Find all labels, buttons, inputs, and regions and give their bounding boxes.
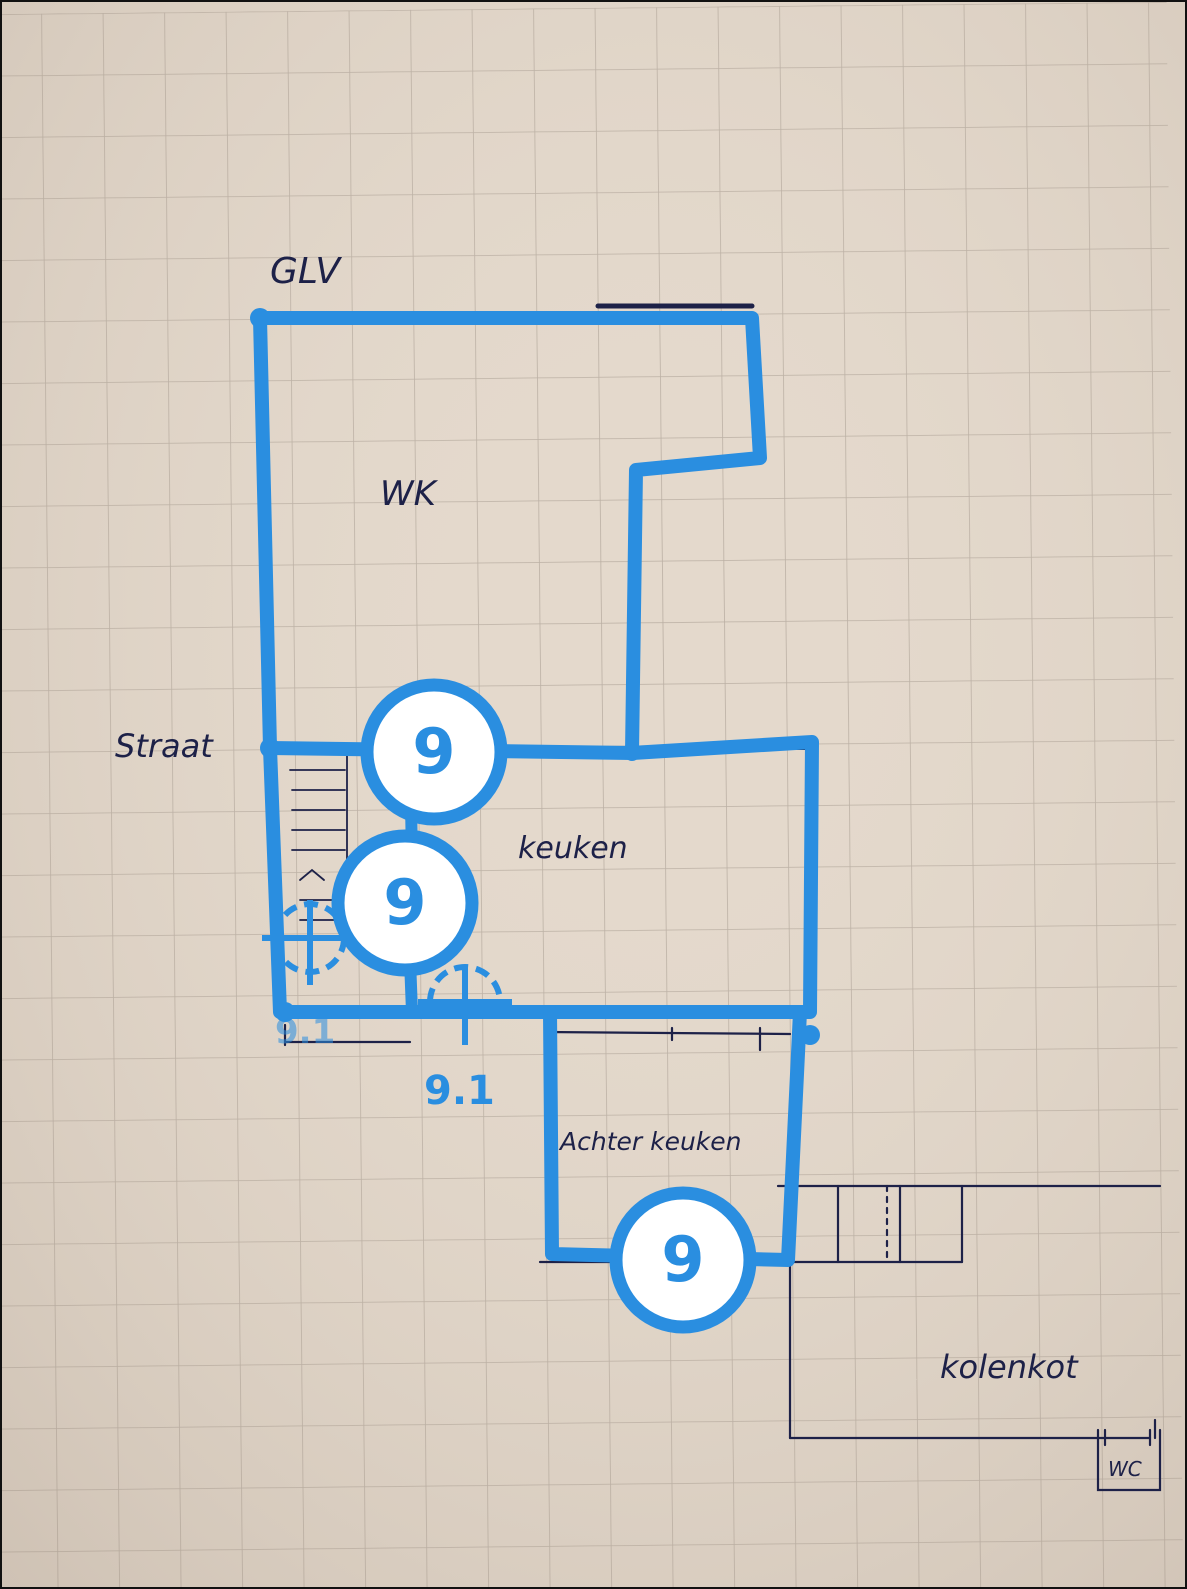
street-label: Straat [115, 727, 214, 765]
marker-label: 9 [661, 1223, 704, 1296]
marker-label: 9 [383, 866, 426, 939]
coal-shed-outline [538, 1184, 1162, 1440]
toilet-outline [1096, 1428, 1162, 1492]
marker-1[interactable]: 9 [360, 678, 508, 826]
living-room-label: WK [380, 474, 439, 514]
marker-2[interactable]: 9 [331, 829, 479, 977]
door-symbol-kitchen [418, 964, 512, 1045]
wall-nodes [250, 308, 820, 1045]
kitchen-label: keuken [518, 831, 628, 866]
marker-label: 9 [412, 715, 455, 788]
marker-3[interactable]: 9 [609, 1186, 757, 1334]
door-symbols [262, 900, 512, 1045]
dimension-label: 9.1 [275, 1012, 335, 1052]
toilet-label: WC [1108, 1457, 1142, 1481]
back-kitchen-label: Achter keuken [558, 1127, 742, 1156]
dimension-label: 9.1 [424, 1068, 495, 1114]
floor-label: GLV [270, 251, 342, 292]
coal-shed-label: kolenkot [940, 1348, 1079, 1386]
